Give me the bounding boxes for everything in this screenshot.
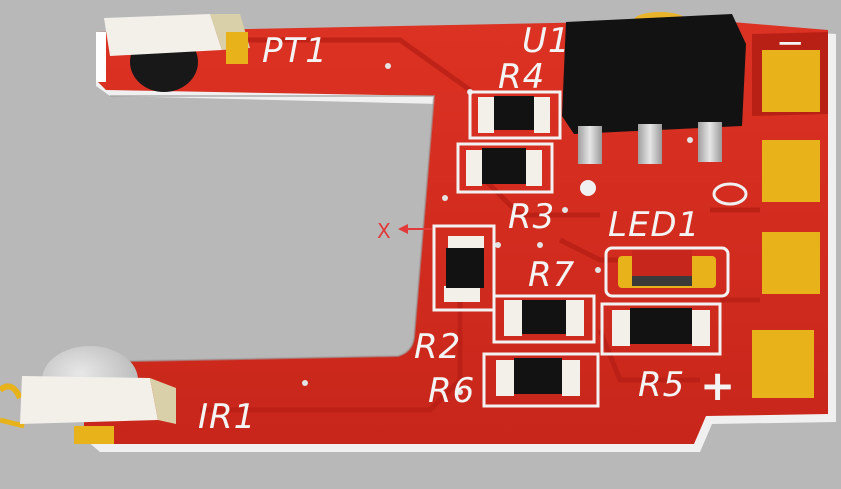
r2-resistor[interactable]: R2 <box>414 224 496 367</box>
r7-label: R7 <box>528 255 575 295</box>
r4-resistor[interactable]: R4 <box>468 57 562 140</box>
u1-voltage-regulator[interactable]: U1 <box>522 12 748 206</box>
r5-resistor[interactable]: R5 + <box>600 302 735 410</box>
connector-pads[interactable]: − <box>752 23 828 398</box>
pt1-phototransistor[interactable]: PT1 <box>96 14 328 92</box>
r4-label: R4 <box>498 57 545 97</box>
copper-traces <box>200 37 760 413</box>
connector-pad-2[interactable] <box>762 140 820 202</box>
connector-pad-3[interactable] <box>762 232 820 294</box>
ir1-ir-led[interactable]: IR1 <box>0 346 256 444</box>
origin-arrow-icon <box>398 224 432 234</box>
r5-label: R5 <box>638 365 685 405</box>
r3-label: R3 <box>508 197 555 237</box>
connector-pad-1[interactable] <box>762 50 820 112</box>
r3-resistor[interactable]: R3 <box>456 142 555 237</box>
led1-label: LED1 <box>608 205 700 245</box>
origin-marker: X <box>377 219 432 243</box>
led1-indicator[interactable]: LED1 <box>604 205 730 298</box>
r6-resistor[interactable]: R6 <box>428 352 600 411</box>
ir1-label: IR1 <box>198 397 256 437</box>
plus-label: + <box>700 361 735 410</box>
minus-label: − <box>776 23 806 63</box>
r2-label: R2 <box>414 327 461 367</box>
r7-resistor[interactable]: R7 <box>492 255 596 344</box>
r6-label: R6 <box>428 371 475 411</box>
connector-pad-4[interactable] <box>752 330 814 398</box>
u1-label: U1 <box>522 21 571 61</box>
origin-x-label: X <box>377 219 391 243</box>
pt1-label: PT1 <box>262 31 328 71</box>
